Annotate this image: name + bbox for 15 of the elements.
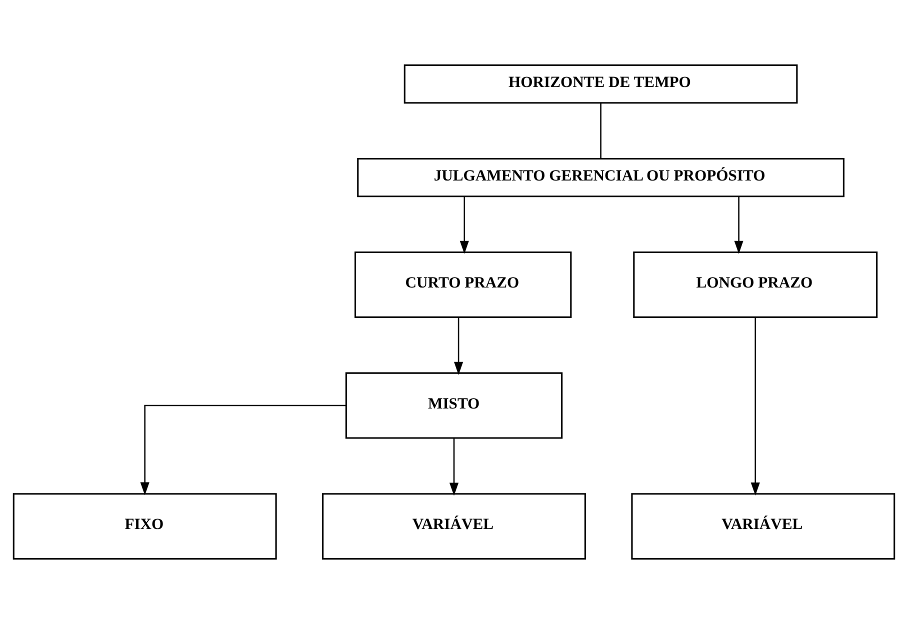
node-box: CURTO PRAZO: [354, 251, 572, 318]
arrow: [460, 196, 469, 254]
node-box: HORIZONTE DE TEMPO: [404, 64, 798, 104]
arrow: [140, 404, 346, 496]
node-box: VARIÁVEL: [631, 493, 896, 560]
arrow: [734, 196, 744, 254]
node-box: JULGAMENTO GERENCIAL OU PROPÓSITO: [357, 158, 844, 198]
connector: [600, 102, 602, 159]
node-box: VARIÁVEL: [322, 493, 586, 560]
arrow: [454, 318, 464, 375]
node-box: MISTO: [345, 372, 563, 439]
arrow: [449, 438, 459, 496]
node-box: FIXO: [12, 493, 277, 560]
node-box: LONGO PRAZO: [633, 251, 878, 318]
arrow: [750, 317, 760, 496]
